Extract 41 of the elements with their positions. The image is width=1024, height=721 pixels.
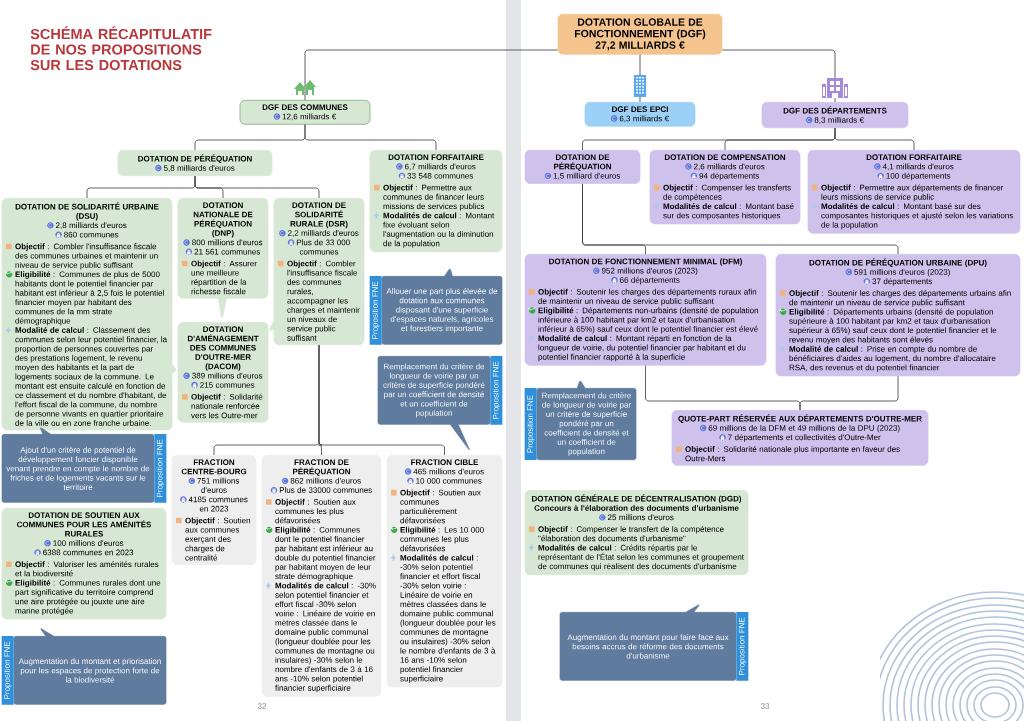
tag-strip: Proposition FNE (736, 612, 749, 681)
tag-strip: Proposition FNE (490, 356, 503, 425)
callout-box: Augmentation du montant pour faire face aux besoins accrus de réforme des documents d'urbanisme (559, 604, 737, 681)
dotation-box: FRACTION DE PÉRÉQUATION 862 millions d'euros Plus de 33000 communes Objectif : Soutien aux communes les plus défavorisées Eligibilité : Communes dont le potentiel financier par habitant est inférieur au double du potentiel financier par habitant moyen de leur strate démographique Modalités de calcul : -30% selon potentiel financier et effort fiscal -30% selon voirie : Linéaire de voirie en mètres classée dans le domaine public communal (longueur doublée pour les communes de montagne ou insulaires) -30% selon le nombre d'enfants de 3 à 16 ans -10% selon potentiel financier superficiaire (261, 455, 382, 697)
title: SCHÉMA RÉCAPITULATIF DE NOS PROPOSITIONS SUR LES DOTATIONS (30, 26, 212, 71)
dotation-box: DOTATION DE PÉRÉQUATION 1,5 milliard d'euros (524, 150, 641, 184)
callout-box: Remplacement du critère de longueur de voirie par un critère de superficie pondéré par un coefficient de densité et un coefficient de population (377, 356, 491, 451)
total-box: DOTATION GLOBALE DE FONCTIONNEMENT (DGF) 27,2 MILLIARDS € (557, 14, 723, 55)
dotation-box: DOTATION DE FONCTIONNEMENT MINIMAL (DFM) 952 millions d'euros (2023) 66 départements Objectif : Soutenir les charges des départements ruraux afin de maintenir un niveau de service public suffisant Eligibilité : Départements non-urbains (densité de population inférieure à 100 habitant par km2 et taux d'urbanisation inférieur à 65%) sauf ceux dont le potentiel financier est élevé Modalité de calcul : Montant réparti en fonction de la longueur de voirie, du potentiel financier par habitant et du potentiel financier rapporté à la superficie (524, 254, 767, 366)
dotation-box: DOTATION FORFAITAIRE 4,1 milliards d'euros 100 départements Objectif : Permettre aux départements de financer leurs missions de service public Modalités de calcul : Montant basé sur des composantes historiques et ajusté selon les variations de la population (807, 150, 1021, 234)
dotation-box: DGF DES COMMUNES 12,6 milliards € (239, 100, 371, 125)
tag-strip: Proposition FNE (369, 276, 382, 345)
callout-box: Remplacement du critère de longueur de voirie par un critère de superficie pondéré par un coefficient de densité et un coefficient de population (536, 380, 637, 461)
dotation-box: DOTATION DE COMPENSATION 2,6 milliards d'euros 94 départements Objectif : Compenser les transferts de compétences Modalités de calcul : Montant basé sur des composantes historiques (649, 150, 801, 225)
callout-box: Augmentation du montant et priorisation pour les espaces de protection forte de la biodiversité (13, 628, 167, 705)
dotation-box: DOTATION NATIONALE DE PÉRÉQUATION (DNP) 800 millions d'euros 21 561 communes Objectif : Assurer une meilleure répartition de la richesse fiscale (177, 198, 269, 319)
dotation-box: FRACTION CENTRE-BOURG 751 millions d'euros 4185 communes en 2023 Objectif : Soutien aux communes exerçant des charges de centralité (171, 455, 257, 565)
connector-line (721, 49, 836, 103)
tag-strip: Proposition FNE (524, 388, 537, 461)
connector-line (799, 375, 899, 411)
connector-line (304, 49, 559, 101)
connector-line (582, 183, 899, 255)
dotation-box: DOTATION D'AMÉNAGEMENT DES COMMUNES D'OUTRE-MER (DACOM) 389 millions d'euros 215 communes Objectif : Solidarité nationale renforcée vers les Outre-mer (177, 322, 269, 423)
page-number: 33 (760, 703, 770, 709)
dotation-box: QUOTE-PART RÉSERVÉE AUX DÉPARTEMENTS D'OUTRE-MER 69 millions de la DFM et 49 millions de la DPU (2023) 7 départements et collectivités d'Outre-Mer Objectif : Solidarité nationale plus importante en faveur des Outre-Mers (671, 410, 929, 466)
callout-box: Ajout d'un critère de potentiel de développement foncier disponible venant prendre en compte le nombre de friches et de logements vacants sur le territoire (1, 427, 155, 503)
dotation-box: DOTATION DE PÉRÉQUATION URBAINE (DPU) 591 millions d'euros (2023) 37 départements Objectif : Soutenir les charges des départements urbains afin de maintenir un niveau de service public suffisant Eligibilité : Départements urbains (densité de population supérieure à 100 habitant par km2 et taux d'urbanisation supérieur à 65%) sauf ceux dont le potentiel financier et le revenu moyen des habitants sont élevés Modalité de calcul : Prise en compte du nombre de bénéficiaires d'aides au logement, du nombre d'allocataire RSA, des revenus et du potentiel financier (775, 254, 1021, 377)
dotation-box: DOTATION GÉNÉRALE DE DÉCENTRALISATION (DGD) Concours à l'élaboration des documents d'urbanisme 25 millions d'euros Objectif : Compenser le transfert de la compétence "élaboration des documents d'urbanisme" Modalités de calcul : Crédits répartis par le représentant de l'État selon les communes et groupement de communes qui réalisent des documents d'urbanisme (524, 490, 749, 576)
tag-strip: Proposition FNE (1, 636, 14, 705)
dotation-box: DOTATION DE SOLIDARITÉ URBAINE (DSU) 2,8 milliards d'euros 860 communes Objectif : Combler l'insuffisance fiscale des communes urbaines et maintenir un niveau de service public suffisant Eligibilité : Communes de plus de 5000 habitants dont le potentiel financier par habitant est inférieur à 2,5 fois le potentiel financier moyen par habitant des communes de la mm strate démographique Modalité de calcul : Classement des communes selon leur potentiel financier, la proportion de personnes couvertes par des prestations logement, le revenu moyen des habitants et la part de logements sociaux de la commune. Le montant est ensuite calculé en fonction de ce classement et du nombre d'habitant, de l'effort fiscal de la commune, du nombre de personne vivants en quartier prioritaire de la ville ou en zone franche urbaine. (1, 198, 177, 431)
dotation-box: DGF DES EPCI 6,3 milliards € (584, 102, 696, 127)
tag-strip: Proposition FNE (154, 434, 167, 503)
page-number: 32 (257, 703, 267, 709)
dotation-box: DOTATION FORFAITAIRE 6,7 milliards d'euros 33 548 communes Objectif : Permettre aux communes de financer leurs missions de services publics Modalités de calcul : Montant fixe évoluant selon l'augmentation ou la diminution de la population (369, 150, 503, 253)
callout-box: Allouer une part plus élevée de dotation aux communes disposant d'une superficie d'espaces naturels, agricoles et forestiers importante (381, 268, 503, 345)
dotation-box: DOTATION DE PÉRÉQUATION 5,8 milliards d'euros (117, 150, 273, 177)
dotation-box: DGF DES DÉPARTEMENTS 8,3 milliards € (761, 102, 909, 129)
dotation-box: DOTATION DE SOUTIEN AUX COMMUNES POUR LES AMÉNITÉS RURALES 100 millions d'euros 6388 communes en 2023 Objectif : Valoriser les aménités rurales et la biodiversité Eligibilité : Communes rurales dont une part significative du territoire comprend une aire protégée ou jouxte une aire marine protégée (1, 508, 167, 620)
dotation-box: DOTATION DE SOLIDARITÉ RURALE (DSR) 2,2 milliards d'euros Plus de 33 000 communes Objectif : Combler l'insuffisance fiscale des communes rurales, accompagner les charges et maintenir un niveaux de service public suffisant (269, 198, 365, 346)
dotation-box: FRACTION CIBLE 465 millions d'euros 10 000 communes Objectif : Soutien aux communes particulièrement défavorisées Eligibilité : Les 10 000 communes les plus défavorisées Modalités de calcul : -30% selon potentiel financier et effort fiscal -30% selon voirie : Linéaire de voirie en mètres classées dans le domaine public communal (longueur doublée pour les communes de montagne ou insulaires) -30% selon le nombre d'enfants de 3 à 16 ans -10% selon potentiel financier superficiaire (386, 455, 503, 688)
connector-line (639, 54, 641, 103)
